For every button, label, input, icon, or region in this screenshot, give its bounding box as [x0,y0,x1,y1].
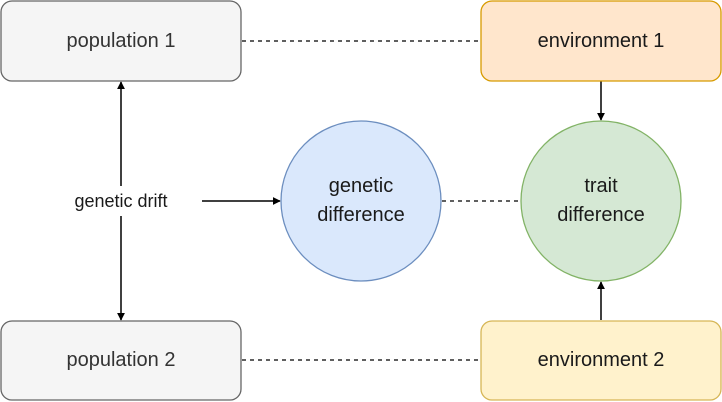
genetic-difference-circle [280,120,442,282]
environment-2-node: environment 2 [480,320,722,401]
population-2-box [0,320,242,401]
environment-1-node: environment 1 [480,0,722,82]
population-2-node: population 2 [0,320,242,401]
population-1-box [0,0,242,82]
population-1-label: population 1 [67,30,176,52]
environment-1-box [480,0,722,82]
trait-difference-label-line-1: trait [584,175,618,197]
genetic-difference-node: genetic difference [280,120,442,282]
population-1-node: population 1 [0,0,242,82]
population-2-label: population 2 [67,349,176,371]
trait-difference-label-line-2: difference [557,204,644,226]
genetic-drift-label-bg [58,186,184,216]
environment-1-label: environment 1 [538,30,665,52]
environment-2-label: environment 2 [538,349,665,371]
trait-difference-circle [520,120,682,282]
trait-difference-node: trait difference [520,120,682,282]
genetic-difference-label-line-2: difference [317,204,404,226]
environment-2-box [480,320,722,401]
genetic-drift-label: genetic drift [74,191,167,211]
genetic-difference-label-line-1: genetic [329,175,394,197]
